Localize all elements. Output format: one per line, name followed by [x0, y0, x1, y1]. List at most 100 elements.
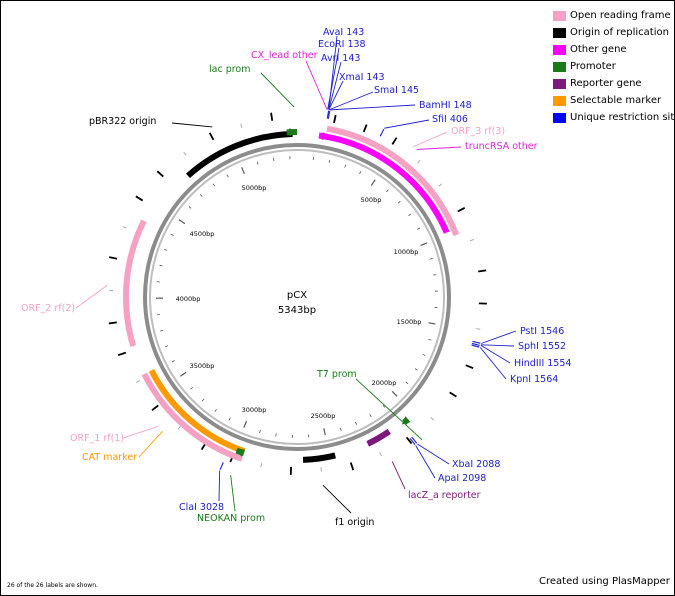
- ruler-tick: [422, 353, 426, 356]
- feature-label: ORF_3 rf(3): [451, 126, 505, 137]
- feature-label: truncRSA other: [465, 141, 538, 152]
- outer-tick: [465, 364, 474, 370]
- restriction-site-tick: [326, 110, 330, 119]
- feature-arc: [325, 133, 450, 234]
- restriction-site-tick: [471, 344, 480, 348]
- leader-line: [327, 47, 340, 110]
- ruler-tick: [159, 264, 163, 267]
- outer-tick: [333, 114, 337, 124]
- ruler-tick: [160, 329, 164, 332]
- leader-line: [415, 445, 436, 479]
- restriction-site-tick: [472, 340, 481, 344]
- outer-tick: [405, 436, 413, 445]
- outer-tick: [109, 256, 118, 260]
- ruler-tick: [180, 371, 187, 377]
- ruler-tick: [370, 179, 376, 186]
- outer-tick: [438, 183, 443, 187]
- outer-tick: [457, 207, 466, 213]
- feature-arc: [326, 125, 460, 237]
- outer-tick: [449, 391, 457, 398]
- outer-tick: [270, 112, 274, 121]
- outer-tick: [156, 170, 164, 178]
- leader-line: [75, 284, 108, 309]
- lac-promoter-arrow-icon: [289, 128, 298, 137]
- ruler-label: 5000bp: [242, 184, 267, 192]
- T7-promoter-arrow-icon: [401, 416, 411, 425]
- feature-label: XmaI 143: [339, 72, 385, 83]
- plasmid-size: 5343bp: [278, 305, 316, 316]
- feature-label: PstI 1546: [520, 326, 564, 337]
- leader-line: [328, 80, 344, 110]
- leader-line: [230, 474, 236, 512]
- ruler-tick: [228, 417, 231, 421]
- leader-line: [413, 131, 448, 148]
- ruler-tick: [212, 183, 216, 187]
- outer-tick: [469, 239, 475, 242]
- ruler-tick: [420, 242, 428, 247]
- feature-label: SphI 1552: [518, 341, 566, 352]
- feature-arc: [141, 372, 243, 462]
- outer-tick: [417, 159, 421, 164]
- ruler-tick: [273, 157, 275, 162]
- ruler-tick: [369, 414, 372, 418]
- legend-label: Unique restriction site: [570, 112, 675, 123]
- feature-arc: [302, 452, 336, 463]
- legend-item: Origin of replication: [553, 24, 675, 41]
- ruler-tick: [429, 258, 433, 260]
- ruler-label: 4000bp: [176, 295, 201, 303]
- ruler-label: 500bp: [361, 196, 382, 204]
- feature-label: lac prom: [209, 64, 251, 75]
- blue-swatch-icon: [553, 112, 566, 123]
- ruler-tick: [359, 171, 362, 175]
- outer-tick: [122, 226, 127, 229]
- outer-tick: [136, 380, 141, 383]
- ruler-tick: [214, 408, 217, 412]
- outer-tick: [260, 463, 263, 468]
- feature-label: CAT marker: [82, 452, 137, 463]
- ruler-tick: [199, 194, 203, 197]
- feature-label: XbaI 2088: [452, 459, 500, 470]
- feature-label: ApaI 2098: [438, 473, 486, 484]
- leader-line: [329, 91, 374, 111]
- backbone-inner-ring: [149, 149, 445, 445]
- ruler-tick: [382, 404, 386, 408]
- ruler-tick: [397, 200, 401, 204]
- ruler-tick: [256, 161, 259, 165]
- restriction-site-tick: [471, 342, 480, 346]
- outer-tick: [349, 462, 355, 471]
- leader-line: [416, 146, 462, 150]
- labels-shown-note: 26 of the 26 labels are shown.: [7, 582, 98, 589]
- ruler-label: 1000bp: [394, 248, 419, 256]
- feature-arc: [366, 428, 391, 447]
- leader-line: [218, 470, 221, 502]
- outer-tick: [430, 417, 435, 421]
- outer-tick: [362, 124, 368, 133]
- ruler-tick: [391, 390, 398, 397]
- leader-line: [329, 104, 416, 111]
- outer-tick: [151, 404, 159, 411]
- legend-item: Promoter: [553, 58, 675, 75]
- feature-label: lacZ_a reporter: [408, 490, 481, 501]
- ruler-tick: [170, 233, 174, 236]
- ruler-tick: [344, 164, 347, 168]
- legend-label: Other gene: [570, 44, 627, 55]
- legend-label: Selectable marker: [570, 95, 662, 106]
- outer-tick: [117, 351, 127, 356]
- ruler-tick: [164, 345, 169, 348]
- ruler-tick: [328, 159, 331, 163]
- ruler-tick: [339, 427, 342, 431]
- restriction-site-tick: [409, 437, 416, 445]
- leader-line: [260, 72, 295, 108]
- ruler-tick: [386, 189, 389, 193]
- legend-item: Open reading frame: [553, 7, 675, 24]
- ruler-tick: [241, 167, 245, 174]
- ruler-tick: [259, 429, 261, 434]
- ruler-tick: [226, 174, 229, 178]
- ruler-tick: [164, 249, 168, 251]
- feature-label: AvrI 143: [321, 53, 360, 64]
- leader-line: [417, 443, 450, 465]
- ruler-tick: [417, 227, 421, 230]
- restriction-site-tick: [411, 436, 418, 444]
- ruler-tick: [408, 213, 412, 217]
